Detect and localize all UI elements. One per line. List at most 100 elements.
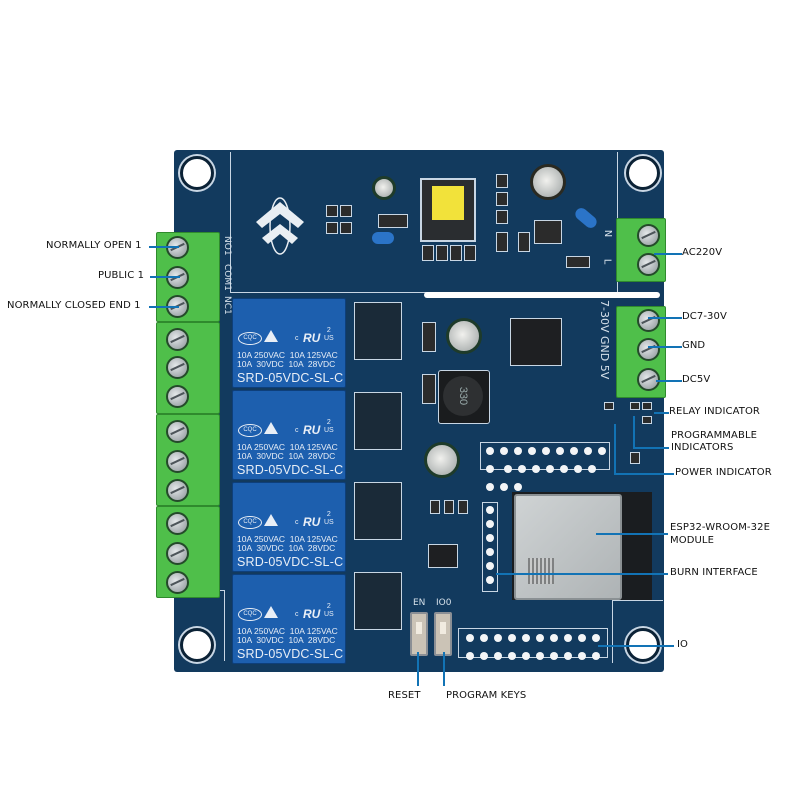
label-reset: RESET <box>388 690 421 701</box>
us-mark: 2 US <box>324 327 334 342</box>
led-indicator <box>642 416 652 424</box>
leader-line-dc5v <box>656 380 682 382</box>
relay-model: SRD-05VDC-SL-C <box>237 555 344 569</box>
warning-triangle-icon <box>264 330 278 342</box>
smd-component <box>436 245 448 261</box>
smd-component <box>422 322 436 352</box>
qr-code <box>528 558 554 584</box>
transformer <box>420 178 476 242</box>
smd-component <box>340 205 352 217</box>
smd-component <box>518 232 530 252</box>
led-indicator <box>642 402 652 410</box>
terminal-screw-n[interactable] <box>637 224 660 247</box>
label-programmable-indicators-line2: INDICATORS <box>671 442 734 453</box>
silk-l: L <box>601 258 613 265</box>
label-relay-indicator: RELAY INDICATOR <box>669 406 760 417</box>
relay-spec-line2: 10A 30VDC 10A 28VDC <box>237 451 336 461</box>
terminal-screw[interactable] <box>166 385 189 408</box>
leader-line-relay-indicator <box>654 412 669 414</box>
ul-mark: RU <box>303 331 321 345</box>
label-dc7-30v: DC7-30V <box>682 311 727 322</box>
smd-component <box>422 245 434 261</box>
smd-component <box>340 222 352 234</box>
us-mark: 2 US <box>324 511 334 526</box>
burn-interface-header <box>482 502 498 592</box>
smd-component <box>450 245 462 261</box>
relay-driver-circuit <box>354 482 402 540</box>
warning-triangle-icon <box>264 514 278 526</box>
led-indicator <box>604 402 614 410</box>
label-public-1: PUBLIC 1 <box>98 270 145 281</box>
silk-dc-terminal: 7-30V GND 5V <box>598 300 611 380</box>
inductor: 330 <box>438 370 490 424</box>
smd-component <box>458 500 468 514</box>
label-ac220v: AC220V <box>682 247 723 258</box>
leader-line-program-keys <box>443 652 445 686</box>
terminal-screw-gnd[interactable] <box>637 338 660 361</box>
leader-line-burn-interface <box>496 573 668 575</box>
leader-line-public <box>150 276 180 278</box>
terminal-screw-dc7-30v[interactable] <box>637 309 660 332</box>
label-esp32-module-line1: ESP32-WROOM-32E <box>670 522 770 533</box>
relay-model: SRD-05VDC-SL-C <box>237 463 344 477</box>
terminal-screw[interactable] <box>166 356 189 379</box>
leader-line-power-indicator <box>614 473 674 475</box>
leader-line-dc7-30v <box>648 317 682 319</box>
led-indicator <box>630 402 640 410</box>
leader-line-ac220v <box>654 253 682 255</box>
terminal-screw[interactable] <box>166 542 189 565</box>
terminal-screw[interactable] <box>166 512 189 535</box>
mounting-hole-top-left <box>180 156 214 190</box>
transformer-core <box>432 186 464 220</box>
label-program-keys: PROGRAM KEYS <box>446 690 527 701</box>
relay-model: SRD-05VDC-SL-C <box>237 647 344 661</box>
silk-outline-bottom-right <box>612 600 663 663</box>
smd-component <box>566 256 590 268</box>
terminal-screw[interactable] <box>166 420 189 443</box>
relay-spec-line1: 10A 250VAC 10A 125VAC <box>237 350 338 360</box>
terminal-screw[interactable] <box>166 571 189 594</box>
terminal-screw[interactable] <box>166 328 189 351</box>
leader-line-programmable-vertical <box>633 416 635 448</box>
warning-triangle-icon <box>264 606 278 618</box>
smd-component <box>378 214 408 228</box>
capacitor <box>446 318 482 354</box>
isolation-slot <box>424 292 660 298</box>
smd-component <box>496 210 508 224</box>
terminal-screw[interactable] <box>166 450 189 473</box>
leader-line-normally-open <box>149 246 179 248</box>
capacitor <box>530 164 566 200</box>
cqc-mark: CQC <box>238 516 262 529</box>
relay-driver-circuit <box>354 392 402 450</box>
cert-c: c <box>295 427 299 434</box>
smd-component <box>326 205 338 217</box>
inductor-marking: 330 <box>443 376 483 416</box>
smd-component <box>496 174 508 188</box>
leader-line-gnd <box>648 346 682 348</box>
relay-model: SRD-05VDC-SL-C <box>237 371 344 385</box>
mounting-hole-top-right <box>626 156 660 190</box>
silk-en: EN <box>413 598 426 608</box>
cert-c: c <box>295 519 299 526</box>
relay-spec-line1: 10A 250VAC 10A 125VAC <box>237 626 338 636</box>
leader-line-normally-closed <box>149 306 179 308</box>
leader-line-power-vertical <box>614 424 616 474</box>
capacitor <box>424 442 460 478</box>
voltage-regulator <box>510 318 562 366</box>
program-key-button[interactable] <box>434 612 452 656</box>
cqc-mark: CQC <box>238 332 262 345</box>
relay-driver-circuit <box>354 572 402 630</box>
relay-spec-line1: 10A 250VAC 10A 125VAC <box>237 442 338 452</box>
reset-button[interactable] <box>410 612 428 656</box>
label-burn-interface: BURN INTERFACE <box>670 567 758 578</box>
terminal-screw-dc5v[interactable] <box>637 368 660 391</box>
esp32-module <box>514 494 622 600</box>
terminal-screw[interactable] <box>166 479 189 502</box>
leader-line-io <box>598 645 674 647</box>
terminal-screw-l[interactable] <box>637 253 660 276</box>
